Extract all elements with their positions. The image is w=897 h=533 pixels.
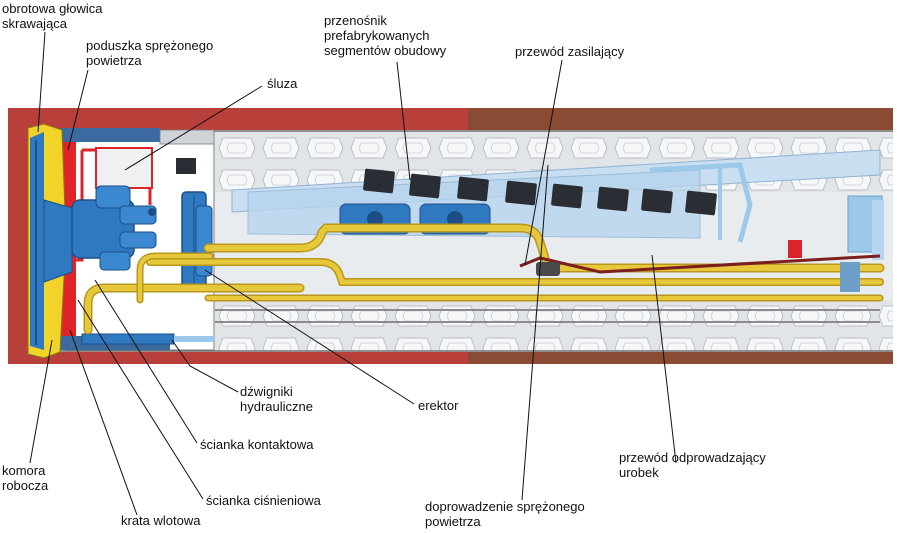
label-inlet-grate: krata wlotowa <box>121 513 201 528</box>
label-compressed-air-feed: doprowadzenie sprężonego powietrza <box>425 499 585 529</box>
label-working-chamber-line1: komora <box>2 463 46 478</box>
lining-segments <box>363 168 717 216</box>
label-rotating-head: obrotowa głowica skrawająca <box>2 1 102 31</box>
label-working-chamber-line2: robocza <box>2 478 49 493</box>
leader-erector <box>204 269 415 405</box>
supply-pipes <box>83 223 885 335</box>
main-drive-motors <box>71 185 157 271</box>
cutting-head-icon <box>27 123 73 359</box>
leader-lines <box>29 31 677 516</box>
hydraulic-jack-icon <box>81 333 214 345</box>
leader-working-chamber <box>29 339 53 464</box>
label-segment-conveyor-line3: segmentów obudowy <box>324 43 447 58</box>
label-rotating-head-line2: skrawająca <box>2 16 68 31</box>
leader-inlet-grate <box>69 329 138 516</box>
leader-pressure-wall <box>77 299 204 500</box>
label-spoil-discharge-line2: urobek <box>619 465 659 480</box>
segment-conveyor <box>231 149 884 260</box>
label-segment-conveyor-line1: przenośnik <box>324 13 387 28</box>
airlock <box>176 158 196 174</box>
air-cushion-piping <box>76 147 153 262</box>
leader-segment-conveyor <box>396 61 411 181</box>
label-erector: erektor <box>418 398 459 413</box>
lining-segment-icon <box>409 173 441 199</box>
label-contact-wall: ścianka kontaktowa <box>200 437 314 452</box>
label-air-cushion-line2: powietrza <box>86 53 142 68</box>
label-air-cushion-line1: poduszka sprężonego <box>86 38 214 53</box>
spoil-discharge-line <box>519 240 881 292</box>
label-segment-conveyor-line2: prefabrykowanych <box>324 28 430 43</box>
label-pressure-wall: ścianka ciśnieniowa <box>206 493 321 508</box>
leader-contact-wall <box>94 279 198 444</box>
label-supply-line: przewód zasilający <box>515 44 625 59</box>
label-working-chamber: komora robocza <box>2 463 48 493</box>
lining-segment-icon <box>363 168 395 194</box>
label-spoil-discharge-line1: przewód odprowadzający <box>619 450 766 465</box>
lining-segment-icon <box>457 176 489 202</box>
lining-segment-icon <box>597 186 629 212</box>
label-air-cushion: poduszka sprężonego powietrza <box>86 38 213 68</box>
leader-airlock <box>124 85 263 171</box>
label-airlock: śluza <box>267 76 298 91</box>
erector-ring <box>181 191 213 289</box>
label-spoil-discharge: przewód odprowadzający urobek <box>619 450 766 480</box>
leader-hydraulic-jacks <box>171 339 239 393</box>
label-hydraulic-jacks-line2: hydrauliczne <box>240 399 313 414</box>
rail-track <box>215 309 880 323</box>
leader-compressed-air-feed <box>521 164 549 501</box>
label-hydraulic-jacks: dźwigniki hydrauliczne <box>240 384 313 414</box>
leader-air-cushion <box>67 69 89 151</box>
lining-segment-icon <box>641 188 673 214</box>
lining-segment-icon <box>685 190 717 216</box>
label-hydraulic-jacks-line1: dźwigniki <box>240 384 293 399</box>
lining-segment-icon <box>551 183 583 209</box>
lining-segment-icon <box>505 180 537 206</box>
label-rotating-head-line1: obrotowa głowica <box>2 1 103 16</box>
leader-supply-line <box>524 59 563 266</box>
label-segment-conveyor: przenośnik prefabrykowanych segmentów ob… <box>324 13 446 58</box>
label-compressed-air-feed-line2: powietrza <box>425 514 481 529</box>
label-compressed-air-feed-line1: doprowadzenie sprężonego <box>425 499 585 514</box>
leader-rotating-head <box>37 31 46 133</box>
leader-spoil-discharge <box>651 254 677 464</box>
